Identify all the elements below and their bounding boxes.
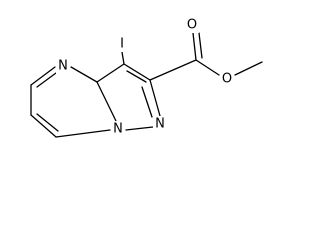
bond-c3-c2 <box>123 63 151 81</box>
pyrimidine-nitrogen-atom: N <box>56 58 70 74</box>
carbonyl-oxygen-atom: O <box>185 17 199 33</box>
bond-c3-iodine <box>121 51 125 65</box>
bond-c2-n1 <box>149 79 161 117</box>
bond-c3a-c3 <box>96 63 125 83</box>
pyrazole-nitrogen-label: N <box>155 117 165 132</box>
bridgehead-nitrogen-label: N <box>113 122 123 137</box>
ester-oxygen-label: O <box>222 72 232 87</box>
ester-oxygen-atom: O <box>220 71 234 87</box>
double-bond-n4-c5 <box>36 72 57 88</box>
double-bond-c6-c7 <box>36 113 59 132</box>
bond-carbonyl-oxygen <box>192 32 197 61</box>
bond-ester-oxygen-methyl <box>234 61 263 76</box>
structure-canvas: I O O N N N <box>30 17 263 138</box>
bond-n4-c5 <box>30 66 56 86</box>
carbonyl-oxygen-label: O <box>187 18 197 33</box>
bond-c6-c7 <box>30 114 57 138</box>
bond-c7-n7a <box>55 129 111 138</box>
bond-c3a-n4 <box>70 66 98 83</box>
pyrimidine-nitrogen-label: N <box>58 59 68 74</box>
iodine-atom: I <box>117 36 127 52</box>
molecule-structure: I O O N N N <box>30 17 263 138</box>
double-bond-carbonyl-oxygen <box>198 32 203 59</box>
double-bond-c3-c2 <box>126 70 147 83</box>
bond-layer <box>30 32 263 138</box>
pyrazole-nitrogen-atom: N <box>153 116 167 132</box>
bond-c2-carbonyl <box>149 59 197 81</box>
atom-label-layer: I O O N N N <box>56 17 234 137</box>
double-bond-c2-n1 <box>141 86 153 118</box>
bond-n7a-c3a <box>96 81 117 122</box>
bond-carbonyl-ester-oxygen <box>195 59 220 76</box>
bridgehead-nitrogen-atom: N <box>111 121 125 137</box>
bond-n1-n7a <box>125 126 154 131</box>
iodine-label: I <box>120 37 124 52</box>
